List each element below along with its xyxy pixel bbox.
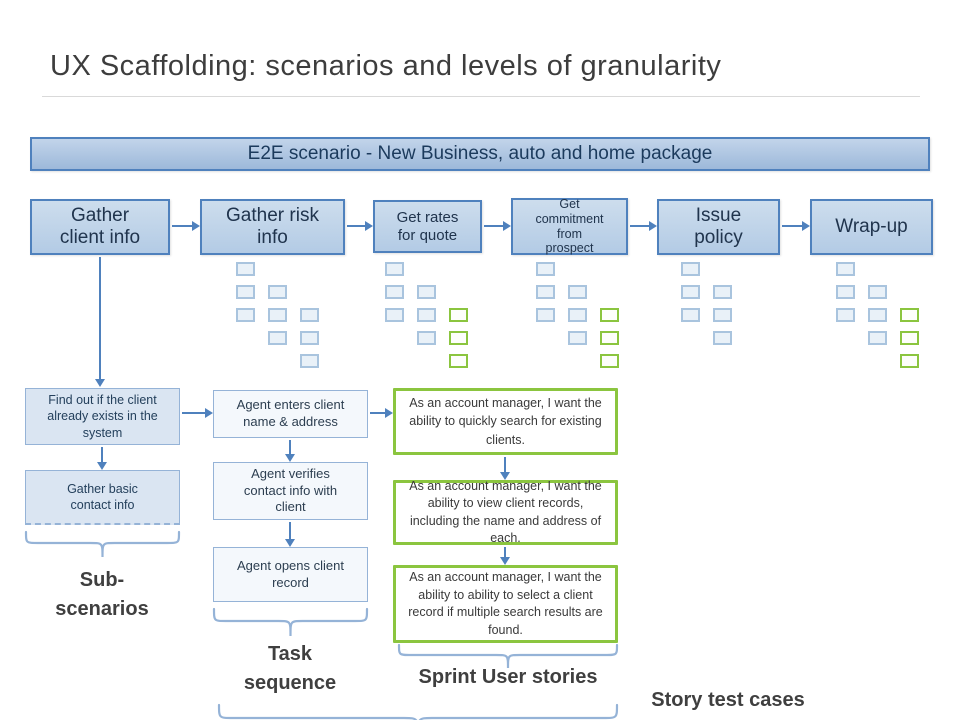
get-commitment-cards-square	[568, 331, 587, 345]
user-story-box-search-clients: As an account manager, I want the abilit…	[393, 388, 618, 455]
gather-risk-cards-square	[268, 285, 287, 299]
wrap-up-cards-square	[868, 331, 887, 345]
sub-scenarios-label: Sub-scenarios	[55, 569, 149, 620]
process-step-gather-client-info: Gather client info	[30, 199, 170, 255]
sub-scenario-box-gather-contact: Gather basic contact info	[25, 470, 180, 525]
gather-risk-cards-square	[236, 262, 255, 276]
process-step-get-commitment: Get commitment from prospect	[511, 197, 628, 255]
get-rates-cards-square	[385, 285, 404, 299]
get-rates-cards-square	[385, 262, 404, 276]
gather-risk-cards-square	[300, 331, 319, 345]
arrow-step2-step3	[347, 221, 373, 231]
story-test-cases-label: Story test cases	[651, 689, 805, 711]
arrow-task1-story1	[370, 408, 393, 418]
get-rates-cards-square	[449, 354, 468, 368]
user-story-box-select-record: As an account manager, I want the abilit…	[393, 565, 618, 643]
arrow-subA-subB	[97, 447, 107, 470]
sub-scenario-box-find-client: Find out if the client already exists in…	[25, 388, 180, 445]
issue-policy-cards-square	[681, 262, 700, 276]
wrap-up-cards-square	[900, 331, 919, 345]
task-sequence-label: Task sequence	[243, 643, 337, 694]
gather-risk-cards-square	[236, 308, 255, 322]
story-test-cases-brace	[217, 703, 619, 720]
get-commitment-cards-square	[600, 308, 619, 322]
get-commitment-cards-square	[568, 285, 587, 299]
get-commitment-cards-square	[600, 354, 619, 368]
task-box-opens-record: Agent opens client record	[213, 547, 368, 602]
get-commitment-cards-square	[600, 331, 619, 345]
arrow-task2-task3	[285, 522, 295, 547]
wrap-up-cards-square	[836, 285, 855, 299]
title-divider	[42, 96, 920, 97]
get-commitment-cards-square	[536, 285, 555, 299]
sub-scenarios-brace	[24, 530, 181, 558]
wrap-up-cards-square	[900, 354, 919, 368]
arrow-task1-task2	[285, 440, 295, 462]
get-commitment-cards-square	[536, 308, 555, 322]
user-stories-brace	[397, 643, 619, 669]
sprint-user-stories-label: Sprint User stories	[418, 666, 598, 688]
arrow-step5-step6	[782, 221, 810, 231]
get-commitment-cards-square	[568, 308, 587, 322]
get-rates-cards-square	[449, 308, 468, 322]
issue-policy-cards-square	[713, 308, 732, 322]
get-rates-cards-square	[385, 308, 404, 322]
gather-risk-cards-square	[300, 308, 319, 322]
arrow-story1-story2	[500, 457, 510, 480]
arrow-step1-down	[95, 257, 105, 387]
gather-risk-cards-square	[268, 308, 287, 322]
wrap-up-cards-square	[868, 308, 887, 322]
arrow-step1-step2	[172, 221, 200, 231]
process-step-issue-policy: Issue policy	[657, 199, 780, 255]
issue-policy-cards-square	[681, 308, 700, 322]
get-rates-cards-square	[417, 308, 436, 322]
issue-policy-cards-square	[713, 331, 732, 345]
gather-risk-cards-square	[236, 285, 255, 299]
wrap-up-cards-square	[868, 285, 887, 299]
get-rates-cards-square	[417, 285, 436, 299]
gather-risk-cards-square	[300, 354, 319, 368]
arrow-step4-step5	[630, 221, 657, 231]
issue-policy-cards-square	[713, 285, 732, 299]
task-box-verifies-contact: Agent verifies contact info with client	[213, 462, 368, 520]
gather-risk-cards-square	[268, 331, 287, 345]
process-step-wrap-up: Wrap-up	[810, 199, 933, 255]
arrow-step3-step4	[484, 221, 511, 231]
get-rates-cards-square	[449, 331, 468, 345]
get-commitment-cards-square	[536, 262, 555, 276]
wrap-up-cards-square	[836, 308, 855, 322]
issue-policy-cards-square	[681, 285, 700, 299]
process-step-get-rates-for-quote: Get rates for quote	[373, 200, 482, 253]
wrap-up-cards-square	[836, 262, 855, 276]
slide-title: UX Scaffolding: scenarios and levels of …	[50, 50, 722, 82]
user-story-box-view-records: As an account manager, I want the abilit…	[393, 479, 618, 545]
task-box-enters-name-address: Agent enters client name & address	[213, 390, 368, 438]
wrap-up-cards-square	[900, 308, 919, 322]
e2e-scenario-banner: E2E scenario - New Business, auto and ho…	[30, 137, 930, 171]
arrow-story2-story3	[500, 547, 510, 565]
process-step-gather-risk-info: Gather risk info	[200, 199, 345, 255]
arrow-subA-task1	[182, 408, 213, 418]
get-rates-cards-square	[417, 331, 436, 345]
task-sequence-brace	[212, 607, 369, 637]
